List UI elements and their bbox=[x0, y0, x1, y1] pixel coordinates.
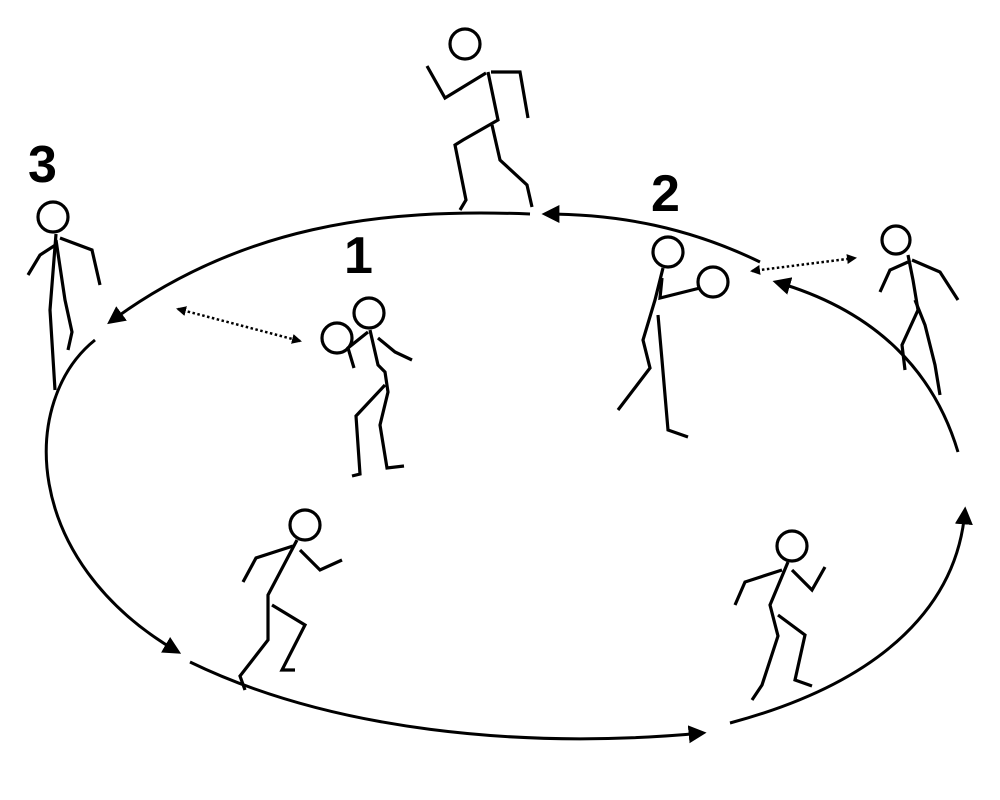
runner-top-head bbox=[448, 27, 482, 61]
player-2-ball bbox=[696, 265, 730, 299]
position-label-1: 1 bbox=[344, 227, 373, 285]
path-segment-left bbox=[44, 338, 182, 654]
player-2-head bbox=[651, 235, 685, 269]
runner-top bbox=[425, 27, 534, 211]
runner-left-3 bbox=[26, 200, 102, 391]
position-label-3: 3 bbox=[28, 136, 57, 194]
runner-right-head bbox=[880, 224, 912, 256]
running-path bbox=[44, 205, 973, 744]
path-segment-top bbox=[541, 205, 761, 264]
player-2 bbox=[616, 235, 730, 439]
player-1 bbox=[320, 296, 413, 478]
runner-bottom-right-head bbox=[775, 529, 809, 563]
runner-left-head bbox=[36, 200, 70, 234]
runner-bottom-left bbox=[238, 508, 343, 691]
path-segment-bottom-right bbox=[729, 506, 973, 725]
runner-right bbox=[878, 224, 960, 396]
path-segment-right bbox=[772, 277, 960, 453]
pass-arrow-right bbox=[750, 254, 857, 275]
pass-arrow-left bbox=[176, 306, 302, 344]
player-1-ball bbox=[320, 321, 354, 355]
player-1-head bbox=[352, 296, 386, 330]
path-segment-bottom bbox=[189, 660, 707, 744]
path-segment-top-left bbox=[107, 211, 531, 325]
runner-bottom-right bbox=[733, 529, 827, 701]
position-label-2: 2 bbox=[651, 165, 680, 223]
runner-bottom-left-head bbox=[288, 508, 322, 542]
